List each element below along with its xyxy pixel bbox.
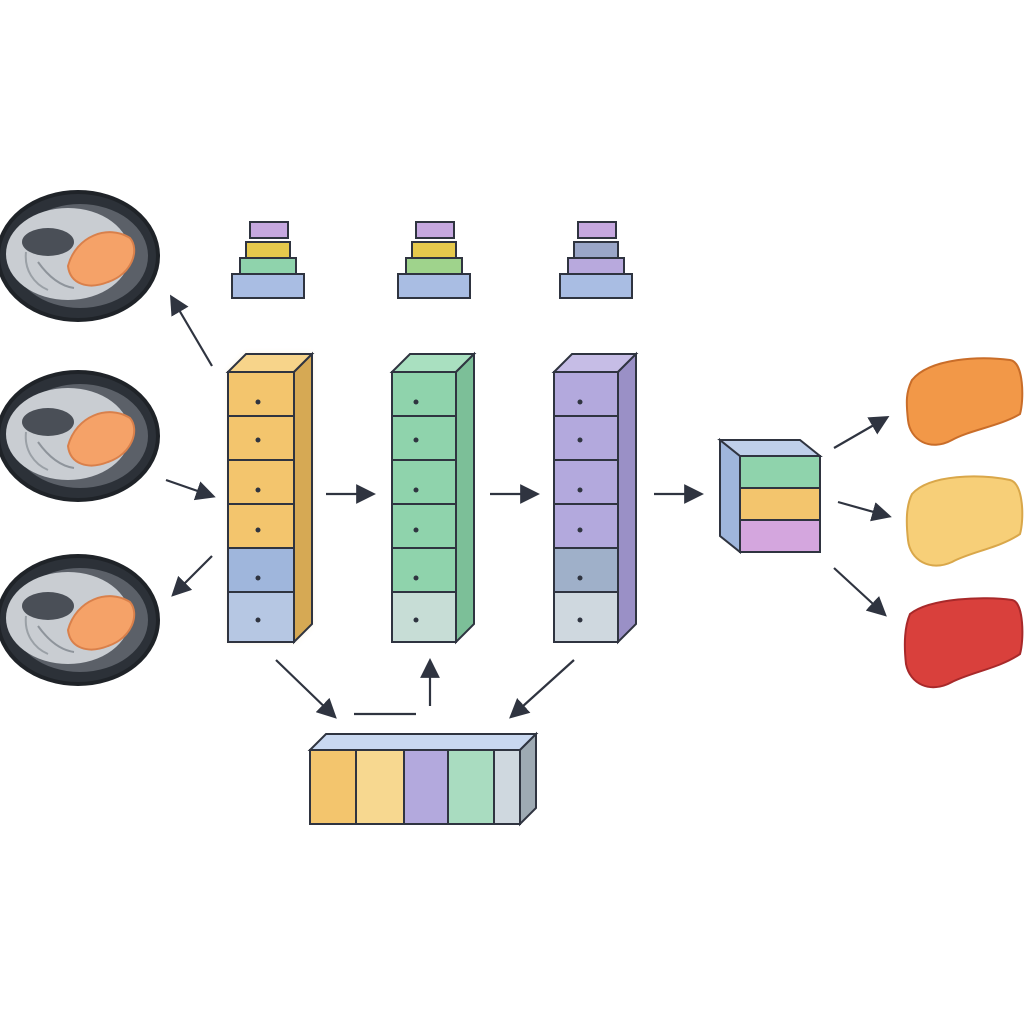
mini-stack-3 <box>559 221 633 299</box>
shared-memory-block <box>307 731 539 827</box>
mini-stack-2 <box>397 221 471 299</box>
arrow-fusion-to-liver-yellow <box>837 500 892 522</box>
ct-scan-image-2 <box>0 370 160 502</box>
connection-arrows <box>165 294 892 719</box>
arrow-column1-to-scan1 <box>169 294 213 367</box>
encoder-column-3 <box>551 351 639 645</box>
arrow-scan2-to-column1 <box>165 478 216 501</box>
fusion-block <box>717 437 823 555</box>
ct-scan-image-3 <box>0 554 160 686</box>
mini-stack-1 <box>231 221 305 299</box>
encoder-columns <box>225 351 639 645</box>
mini-stacks <box>231 221 633 299</box>
arrow-column3-to-memory <box>509 659 575 719</box>
input-scans <box>0 190 160 686</box>
arrow-fusion-to-liver-red <box>833 567 887 617</box>
ct-scan-image-1 <box>0 190 160 322</box>
output-liver-orange <box>905 357 1024 446</box>
encoder-column-1 <box>225 351 315 645</box>
arrow-fusion-to-liver-orange <box>833 416 890 449</box>
arrow-column1-to-scan3 <box>171 555 213 597</box>
output-livers <box>903 357 1024 689</box>
output-liver-red <box>903 597 1024 689</box>
encoder-column-2 <box>389 351 477 645</box>
arrow-column1-to-memory <box>275 659 337 719</box>
output-liver-yellow <box>905 475 1024 567</box>
